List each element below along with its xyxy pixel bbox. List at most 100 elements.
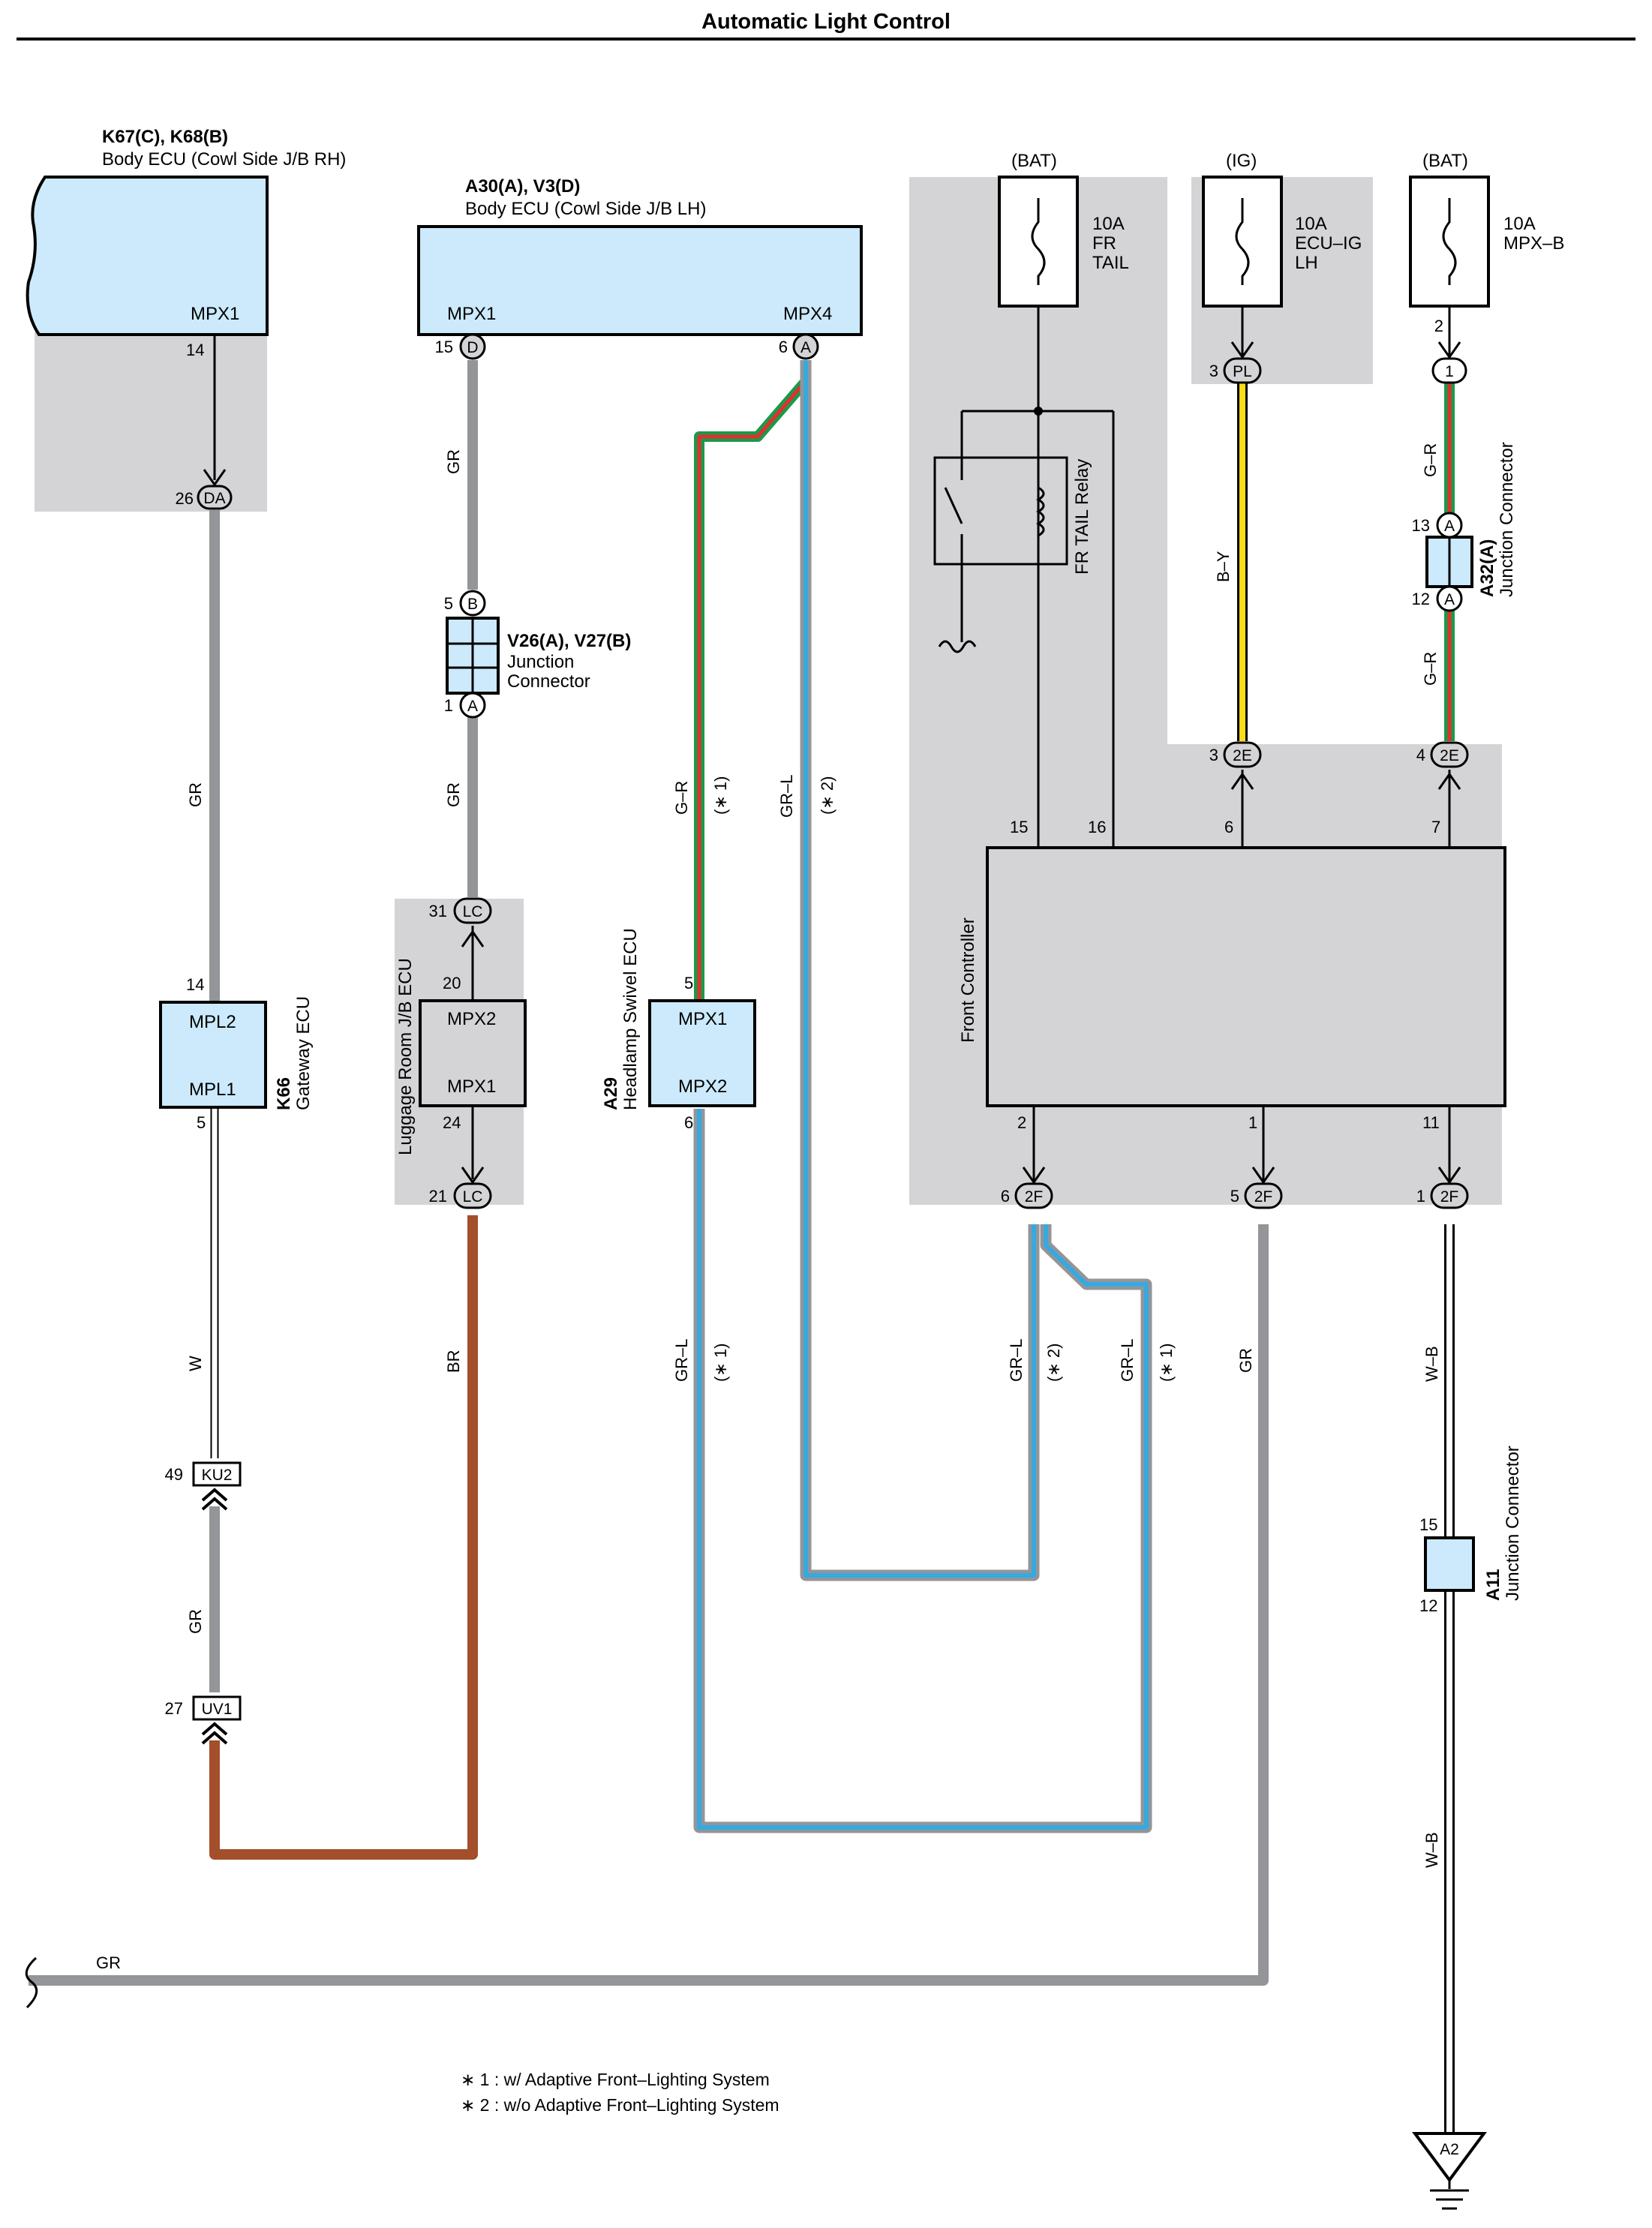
svg-text:MPX1: MPX1 bbox=[447, 304, 496, 324]
connector-2f-1: 2F 1 bbox=[1416, 1167, 1469, 1209]
svg-text:11: 11 bbox=[1422, 1113, 1440, 1132]
svg-text:5: 5 bbox=[684, 974, 693, 992]
label-wb-2: W–B bbox=[1422, 1832, 1441, 1868]
svg-text:FR: FR bbox=[1092, 233, 1116, 254]
svg-text:1: 1 bbox=[1445, 363, 1454, 380]
svg-text:13: 13 bbox=[1412, 516, 1430, 535]
luggage-room-ecu bbox=[419, 999, 527, 1107]
svg-text:21: 21 bbox=[429, 1187, 447, 1206]
fr-tail-relay-label: FR TAIL Relay bbox=[1072, 459, 1092, 575]
label-gr-1: GR bbox=[186, 782, 205, 807]
body-ecu-rh-code: K67(C), K68(B) bbox=[102, 127, 228, 147]
svg-text:MPX1: MPX1 bbox=[447, 1076, 496, 1097]
fuse-ecu-ig: (IG) 10A ECU–IG LH bbox=[1202, 151, 1362, 308]
label-star2-a: (∗ 2) bbox=[818, 776, 837, 815]
connector-1: 1 2 bbox=[1431, 317, 1467, 384]
label-gr-2: GR bbox=[186, 1609, 205, 1634]
svg-text:5: 5 bbox=[1230, 1187, 1239, 1206]
relay-box bbox=[933, 456, 1068, 566]
label-star1-a: (∗ 1) bbox=[711, 776, 730, 815]
body-ecu-rh bbox=[26, 176, 269, 336]
svg-text:B: B bbox=[467, 596, 478, 613]
junction-a11-code: A11 bbox=[1483, 1569, 1503, 1601]
svg-text:A: A bbox=[800, 339, 811, 356]
label-br: BR bbox=[444, 1350, 463, 1373]
junction-a32-code: A32(A) bbox=[1477, 539, 1497, 597]
svg-text:KU2: KU2 bbox=[202, 1467, 233, 1484]
label-gr-hs: G–R bbox=[672, 781, 691, 815]
wire-br bbox=[209, 1215, 478, 1860]
svg-text:ECU–IG: ECU–IG bbox=[1295, 233, 1362, 254]
label-gr-4: GR bbox=[444, 782, 463, 807]
connector-2e-3: 2E 3 bbox=[1209, 741, 1262, 790]
front-controller bbox=[986, 846, 1506, 1107]
svg-text:1: 1 bbox=[444, 696, 453, 715]
svg-text:A: A bbox=[467, 698, 478, 715]
svg-text:MPX4: MPX4 bbox=[783, 304, 832, 324]
label-by: B–Y bbox=[1214, 551, 1233, 582]
body-ecu-rh-pin: MPX1 bbox=[191, 304, 239, 324]
svg-text:15: 15 bbox=[435, 338, 453, 356]
svg-text:TAIL: TAIL bbox=[1092, 253, 1129, 273]
body-ecu-rh-name: Body ECU (Cowl Side J/B RH) bbox=[102, 149, 346, 170]
label-w: W bbox=[186, 1356, 205, 1371]
label-star1-b: (∗ 1) bbox=[711, 1344, 730, 1382]
svg-text:14: 14 bbox=[186, 975, 204, 994]
svg-text:24: 24 bbox=[443, 1113, 461, 1132]
svg-text:10A: 10A bbox=[1503, 214, 1536, 234]
wire-gr-2f-5 bbox=[29, 1224, 1269, 1986]
svg-text:5: 5 bbox=[444, 594, 453, 613]
headlamp-swivel-ecu-code: A29 bbox=[601, 1077, 621, 1110]
svg-text:16: 16 bbox=[1088, 818, 1106, 836]
svg-text:4: 4 bbox=[1416, 746, 1425, 764]
svg-text:2E: 2E bbox=[1233, 747, 1252, 764]
body-ecu-lh-name: Body ECU (Cowl Side J/B LH) bbox=[465, 199, 706, 219]
svg-text:A: A bbox=[1444, 518, 1455, 535]
svg-text:3: 3 bbox=[1209, 746, 1218, 764]
svg-text:6: 6 bbox=[684, 1113, 693, 1132]
connector-a13: A 13 bbox=[1412, 512, 1463, 539]
luggage-room-ecu-name: Luggage Room J/B ECU bbox=[395, 958, 416, 1155]
connector-a-v26: A 1 bbox=[444, 692, 486, 719]
wire-grl-hs bbox=[693, 1109, 1152, 1833]
label-wb-1: W–B bbox=[1422, 1346, 1441, 1382]
svg-text:12: 12 bbox=[1412, 590, 1430, 608]
svg-text:DA: DA bbox=[203, 490, 225, 507]
svg-text:MPX–B: MPX–B bbox=[1503, 233, 1564, 254]
fuse-mpx-b: (BAT) 10A MPX–B bbox=[1409, 151, 1564, 308]
svg-text:15: 15 bbox=[1419, 1515, 1437, 1534]
svg-text:(BAT): (BAT) bbox=[1422, 151, 1468, 171]
junction-v26-code: V26(A), V27(B) bbox=[507, 631, 631, 651]
svg-text:LH: LH bbox=[1295, 253, 1318, 273]
svg-text:7: 7 bbox=[1431, 818, 1440, 836]
svg-text:D: D bbox=[467, 339, 478, 356]
junction-a32-name: Junction Connector bbox=[1497, 442, 1517, 597]
junction-a11 bbox=[1424, 1536, 1475, 1592]
connector-2f-5: 2F 5 bbox=[1230, 1167, 1283, 1209]
svg-text:2E: 2E bbox=[1440, 747, 1459, 764]
label-star2-b: (∗ 2) bbox=[1044, 1344, 1063, 1382]
svg-text:UV1: UV1 bbox=[202, 1701, 233, 1718]
svg-text:MPX2: MPX2 bbox=[447, 1009, 496, 1029]
connector-a-mpx4: A 6 bbox=[779, 333, 819, 360]
label-gr-top: G–R bbox=[1421, 443, 1440, 477]
svg-text:2F: 2F bbox=[1254, 1188, 1273, 1206]
label-gr-5: GR bbox=[1236, 1348, 1255, 1373]
svg-text:MPX2: MPX2 bbox=[678, 1076, 727, 1097]
svg-text:MPX1: MPX1 bbox=[678, 1009, 727, 1029]
svg-text:1: 1 bbox=[1416, 1187, 1425, 1206]
svg-text:6: 6 bbox=[779, 338, 788, 356]
svg-text:15: 15 bbox=[1010, 818, 1028, 836]
note-1: ∗ 1 : w/ Adaptive Front–Lighting System bbox=[461, 2070, 770, 2089]
svg-text:LC: LC bbox=[463, 1188, 483, 1206]
connector-ku2: KU2 49 bbox=[165, 1461, 242, 1511]
svg-text:2: 2 bbox=[1434, 317, 1443, 335]
svg-text:6: 6 bbox=[1001, 1187, 1010, 1206]
svg-text:MPL1: MPL1 bbox=[189, 1079, 236, 1100]
svg-text:3: 3 bbox=[1209, 362, 1218, 380]
svg-text:2: 2 bbox=[1017, 1113, 1026, 1132]
svg-text:26: 26 bbox=[176, 489, 194, 508]
headlamp-swivel-ecu bbox=[648, 999, 756, 1107]
body-ecu-lh bbox=[417, 225, 863, 336]
body-ecu-lh-code: A30(A), V3(D) bbox=[465, 176, 580, 197]
